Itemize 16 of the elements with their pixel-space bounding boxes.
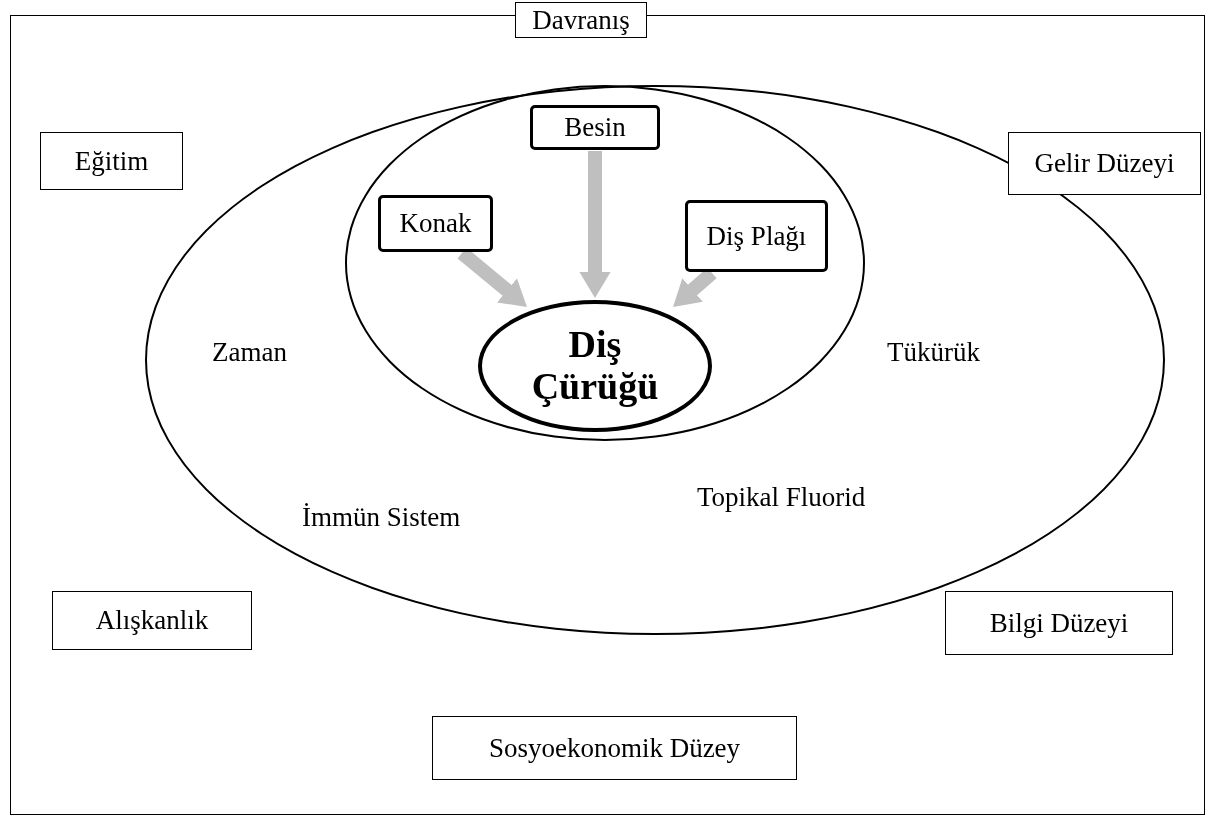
factor-box: Diş Plağı	[685, 200, 828, 272]
factor-label: Topikal Fluorid	[697, 482, 866, 513]
factor-label: Zaman	[212, 337, 287, 368]
factor-box: Besin	[530, 105, 660, 150]
factor-box: Bilgi Düzeyi	[945, 591, 1173, 655]
factor-box: Alışkanlık	[52, 591, 252, 650]
factor-box: Gelir Düzeyi	[1008, 132, 1201, 195]
factor-box: Davranış	[515, 2, 647, 38]
factor-box: Eğitim	[40, 132, 183, 190]
arrow	[579, 151, 611, 298]
inner-ellipse	[345, 85, 865, 441]
factor-label: İmmün Sistem	[302, 502, 461, 533]
factor-box: Konak	[378, 195, 493, 252]
factor-label: Tükürük	[887, 337, 980, 368]
factor-box: Sosyoekonomik Düzey	[432, 716, 797, 780]
outcome-ellipse: Diş Çürüğü	[478, 300, 712, 432]
